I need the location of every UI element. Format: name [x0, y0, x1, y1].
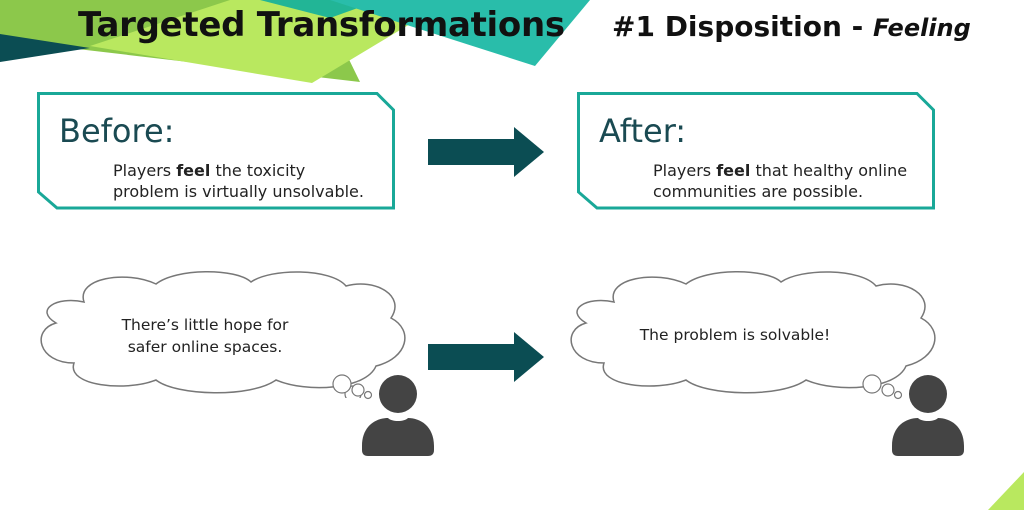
- right-arrow-icon: [428, 127, 544, 177]
- banner-shape-dark-teal: [0, 34, 90, 62]
- before-box: Before: Players feel the toxicity proble…: [37, 92, 395, 210]
- person-icon: [892, 375, 964, 456]
- after-box: After: Players feel that healthy online …: [577, 92, 935, 210]
- after-thought-text: The problem is solvable!: [639, 326, 831, 344]
- banner-shape-light-green: [90, 0, 450, 83]
- subtitle-emphasis: Feeling: [873, 14, 971, 42]
- person-icon: [362, 375, 434, 456]
- slide-title: Targeted Transformations: [78, 5, 565, 45]
- before-description: Players feel the toxicity problem is vir…: [113, 161, 364, 201]
- thought-bubble-dots: [332, 374, 373, 400]
- subtitle-main: #1 Disposition -: [612, 10, 874, 43]
- banner-shape-teal-b: [330, 0, 590, 66]
- box-frame: [37, 92, 395, 210]
- right-arrow-icon: [428, 332, 544, 382]
- before-thought-text: There’s little hope for safer online spa…: [121, 316, 289, 356]
- slide-subtitle: #1 Disposition - Feeling: [612, 10, 971, 43]
- after-heading: After:: [599, 112, 687, 150]
- thought-cloud-icon: [570, 271, 936, 394]
- thought-bubble-dots: [862, 374, 903, 400]
- corner-shape-light-green: [988, 472, 1024, 510]
- box-frame: [577, 92, 935, 210]
- after-description: Players feel that healthy online communi…: [653, 161, 908, 201]
- before-heading: Before:: [59, 112, 175, 150]
